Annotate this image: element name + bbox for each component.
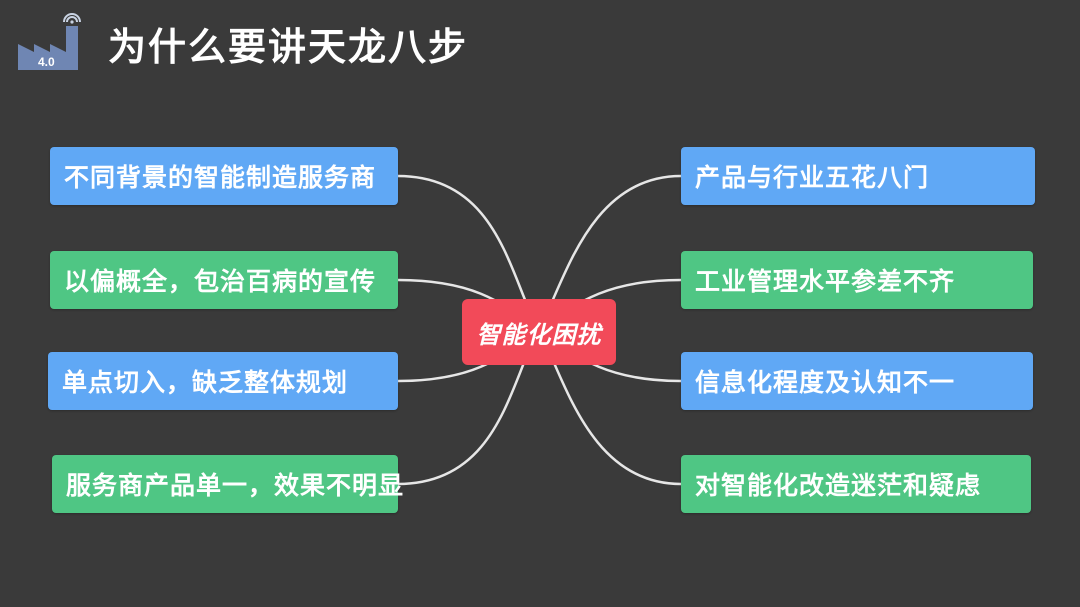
right-node-4: 对智能化改造迷茫和疑虑 — [681, 455, 1031, 513]
logo-version-label: 4.0 — [38, 55, 55, 69]
left-node-2: 以偏概全，包治百病的宣传 — [50, 251, 398, 309]
right-node-1: 产品与行业五花八门 — [681, 147, 1035, 205]
smart-factory-logo-icon: 4.0 — [18, 13, 81, 70]
right-node-2: 工业管理水平参差不齐 — [681, 251, 1033, 309]
page-title: 为什么要讲天龙八步 — [108, 25, 469, 69]
center-node: 智能化困扰 — [462, 299, 616, 365]
left-node-3: 单点切入，缺乏整体规划 — [48, 352, 398, 410]
left-node-4: 服务商产品单一，效果不明显 — [52, 455, 403, 513]
left-node-1: 不同背景的智能制造服务商 — [50, 147, 398, 205]
right-node-3: 信息化程度及认知不一 — [681, 352, 1033, 410]
